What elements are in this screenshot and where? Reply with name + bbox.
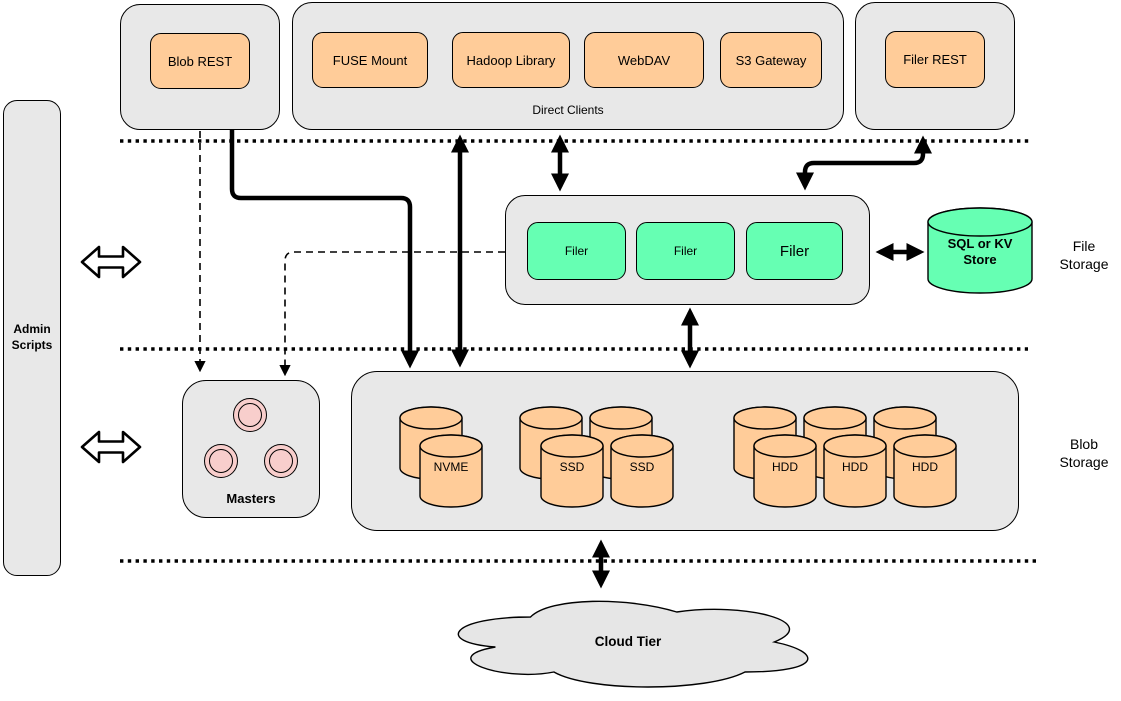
direct-clients-label: Direct Clients [532, 103, 604, 118]
node-blob-rest: Blob REST [150, 33, 250, 89]
node-filer-3: Filer [746, 222, 843, 280]
node-filer-2: Filer [636, 222, 735, 280]
master-node-2 [204, 444, 238, 478]
node-webdav: WebDAV [584, 32, 704, 88]
connector-blobrest-to-blobstore [229, 130, 419, 369]
admin-scripts-box [3, 100, 61, 576]
hdd-label-3: HDD [912, 460, 938, 475]
hdd-label-1: HDD [772, 460, 798, 475]
admin-file-storage-arrow-icon [80, 245, 142, 279]
node-filer-rest: Filer REST [885, 31, 985, 88]
node-filer-1: Filer [527, 222, 626, 280]
master-node-1 [233, 398, 267, 432]
masters-label: Masters [226, 490, 276, 506]
blob-storage-layer-label: Blob Storage [1059, 435, 1109, 470]
node-hadoop-library: Hadoop Library [452, 32, 570, 88]
master-node-1-core [238, 403, 262, 427]
connector-filerrest-to-filer [796, 135, 932, 191]
ssd-label-1: SSD [559, 460, 585, 475]
hdd-label-2: HDD [842, 460, 868, 475]
master-node-3-core [269, 449, 293, 473]
nvme-label: NVME [433, 460, 469, 475]
master-node-3 [264, 444, 298, 478]
kv-store-label: SQL or KV Store [947, 235, 1013, 267]
master-node-2-core [209, 449, 233, 473]
connector-filer-to-masters-dashed [279, 251, 505, 377]
node-fuse-mount: FUSE Mount [312, 32, 428, 88]
admin-scripts-label: Admin Scripts [11, 322, 53, 352]
file-storage-layer-label: File Storage [1059, 237, 1109, 272]
node-s3-gateway: S3 Gateway [720, 32, 822, 88]
cloud-tier-label: Cloud Tier [594, 634, 662, 650]
blob-storage-group [351, 371, 1019, 531]
admin-blob-storage-arrow-icon [80, 430, 142, 464]
ssd-label-2: SSD [629, 460, 655, 475]
